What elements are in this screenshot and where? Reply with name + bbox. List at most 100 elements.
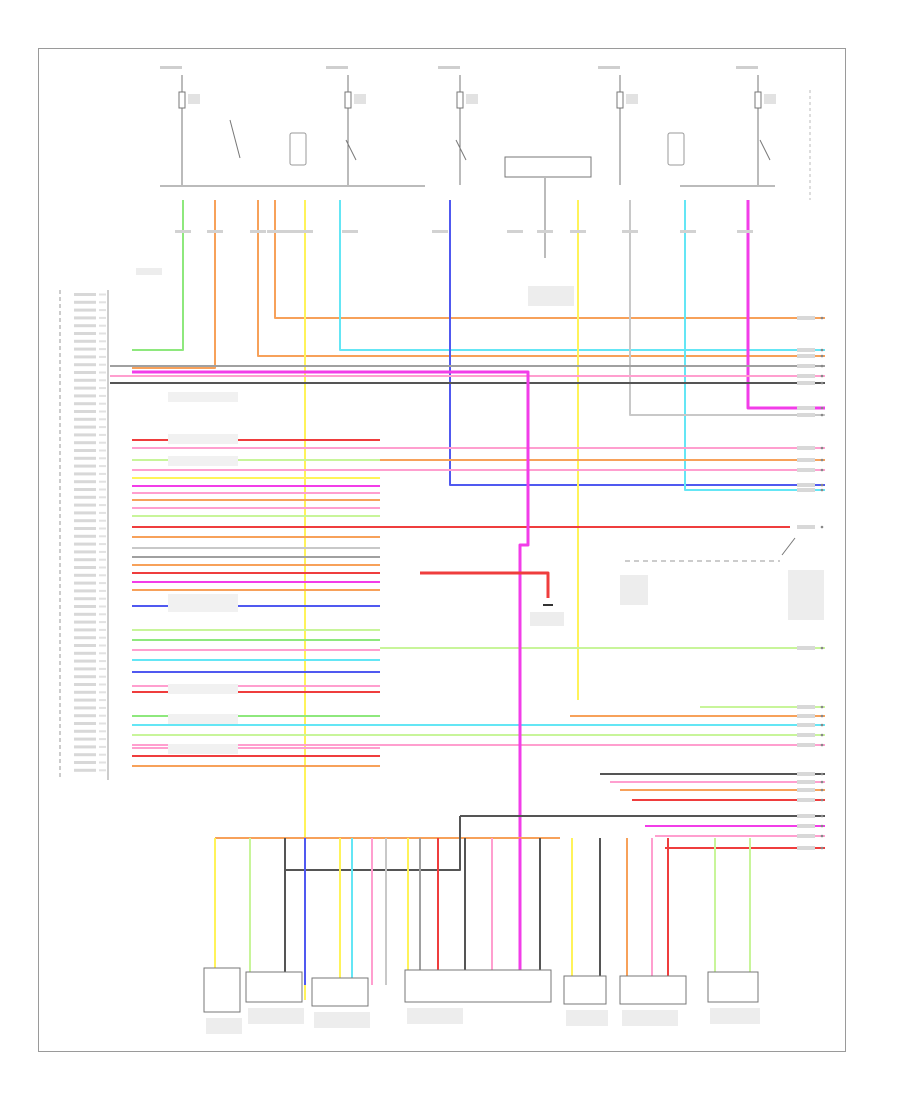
pcm-pin-number: [99, 683, 106, 686]
sensor-1-label: [206, 1018, 242, 1034]
pcm-pin-number: [99, 449, 106, 452]
ground-note-label: [528, 286, 574, 306]
pcm-pin-label: [74, 605, 96, 608]
pcm-pin-label: [74, 597, 96, 601]
wire-orange-top: [274, 200, 825, 319]
pcm-pin-number: [99, 301, 106, 304]
sensor-3-body: [311, 977, 369, 1007]
circuit-note: [168, 714, 238, 724]
pcm-pin-number: [99, 558, 106, 561]
sensor-7-label: [710, 1008, 760, 1024]
pcm-pin-label: [74, 417, 96, 421]
fuse-rating: [354, 94, 366, 104]
main-relay-box: [504, 156, 592, 178]
pcm-pin-number: [99, 566, 106, 569]
pcm-pin-number: [99, 667, 106, 670]
pcm-pin-number: [99, 293, 106, 296]
pin-id-label: [537, 230, 553, 233]
right-pin-dot: [820, 824, 824, 828]
right-pin-label: [797, 788, 815, 792]
right-pin-label: [797, 723, 815, 727]
pcm-pin-number: [99, 582, 106, 585]
pcm-pin-number: [99, 691, 106, 694]
pcm-pin-number: [99, 504, 106, 507]
right-pin-dot: [820, 458, 824, 462]
ground-label: [530, 612, 564, 626]
pcm-pin-label: [74, 480, 96, 484]
pcm-pin-number: [99, 574, 106, 577]
right-pin-label: [797, 316, 815, 320]
pcm-pin-number: [99, 589, 106, 592]
right-pin-label: [797, 406, 815, 410]
circuit-note: [168, 602, 238, 612]
pcm-pin-label: [74, 620, 96, 624]
pcm-pin-number: [99, 706, 106, 709]
right-pin-dot: [820, 772, 824, 776]
right-pin-label: [797, 364, 815, 368]
pcm-pin-number: [99, 699, 106, 702]
pin-id-label: [267, 230, 283, 233]
right-pin-label: [797, 348, 815, 352]
pcm-pin-label: [74, 449, 96, 452]
connector-note-label: [136, 268, 162, 275]
right-pin-dot: [820, 646, 824, 650]
right-pin-dot: [820, 413, 824, 417]
pcm-pin-number: [99, 332, 106, 335]
pcm-pin-label: [74, 488, 96, 491]
right-pin-label: [797, 814, 815, 818]
right-pin-label: [797, 705, 815, 709]
pcm-pin-label: [74, 378, 96, 382]
circuit-note: [168, 392, 238, 402]
pcm-pin-number: [99, 309, 106, 312]
pcm-pin-label: [74, 581, 96, 585]
wire-cyan-right: [684, 200, 825, 491]
right-pin-dot: [820, 525, 824, 529]
switch-contact: [345, 139, 357, 161]
sensor-4-label: [407, 1008, 463, 1024]
pcm-pin-label: [74, 433, 96, 437]
pcm-pin-number: [99, 628, 106, 631]
fuse-icon: [178, 91, 186, 109]
pcm-pin-label: [74, 745, 96, 749]
right-pin-dot: [820, 788, 824, 792]
pcm-pin-label: [74, 651, 96, 655]
pcm-pin-number: [99, 410, 106, 413]
right-pin-label: [797, 458, 815, 462]
pin-id-label: [342, 230, 358, 233]
right-pin-label: [797, 714, 815, 718]
sensor-5-body: [563, 975, 607, 1005]
pcm-pin-label: [74, 425, 96, 429]
pcm-pin-label: [74, 300, 96, 304]
pin-id-label: [570, 230, 586, 233]
pcm-pin-number: [99, 621, 106, 624]
pcm-pin-label: [74, 511, 96, 515]
pcm-pin-number: [99, 636, 106, 639]
switch-contact: [759, 139, 771, 161]
right-pin-label: [797, 488, 815, 492]
fuse-rating: [626, 94, 638, 104]
pcm-pin-label: [74, 761, 96, 764]
sensor-3-label: [314, 1012, 370, 1028]
right-pin-dot: [820, 374, 824, 378]
pcm-pin-label: [74, 667, 96, 671]
pcm-pin-label: [74, 550, 96, 554]
pcm-pin-number: [99, 465, 106, 468]
pcm-pin-label: [74, 527, 96, 530]
wire-blue-right: [449, 200, 825, 486]
sensor-7-body: [707, 971, 759, 1003]
pcm-pin-label: [74, 495, 96, 499]
fuse-icon: [754, 91, 762, 109]
right-pin-label: [797, 483, 815, 487]
right-pin-dot: [820, 488, 824, 492]
right-pin-dot: [820, 814, 824, 818]
switch-symbol: [781, 537, 796, 556]
pcm-pin-number: [99, 613, 106, 616]
pcm-pin-label: [74, 714, 96, 718]
pcm-pin-label: [74, 332, 96, 335]
right-pin-label: [797, 743, 815, 747]
pin-id-label: [507, 230, 523, 233]
pcm-pin-number: [99, 550, 106, 553]
right-pin-dot: [820, 705, 824, 709]
pcm-pin-label: [74, 659, 96, 663]
